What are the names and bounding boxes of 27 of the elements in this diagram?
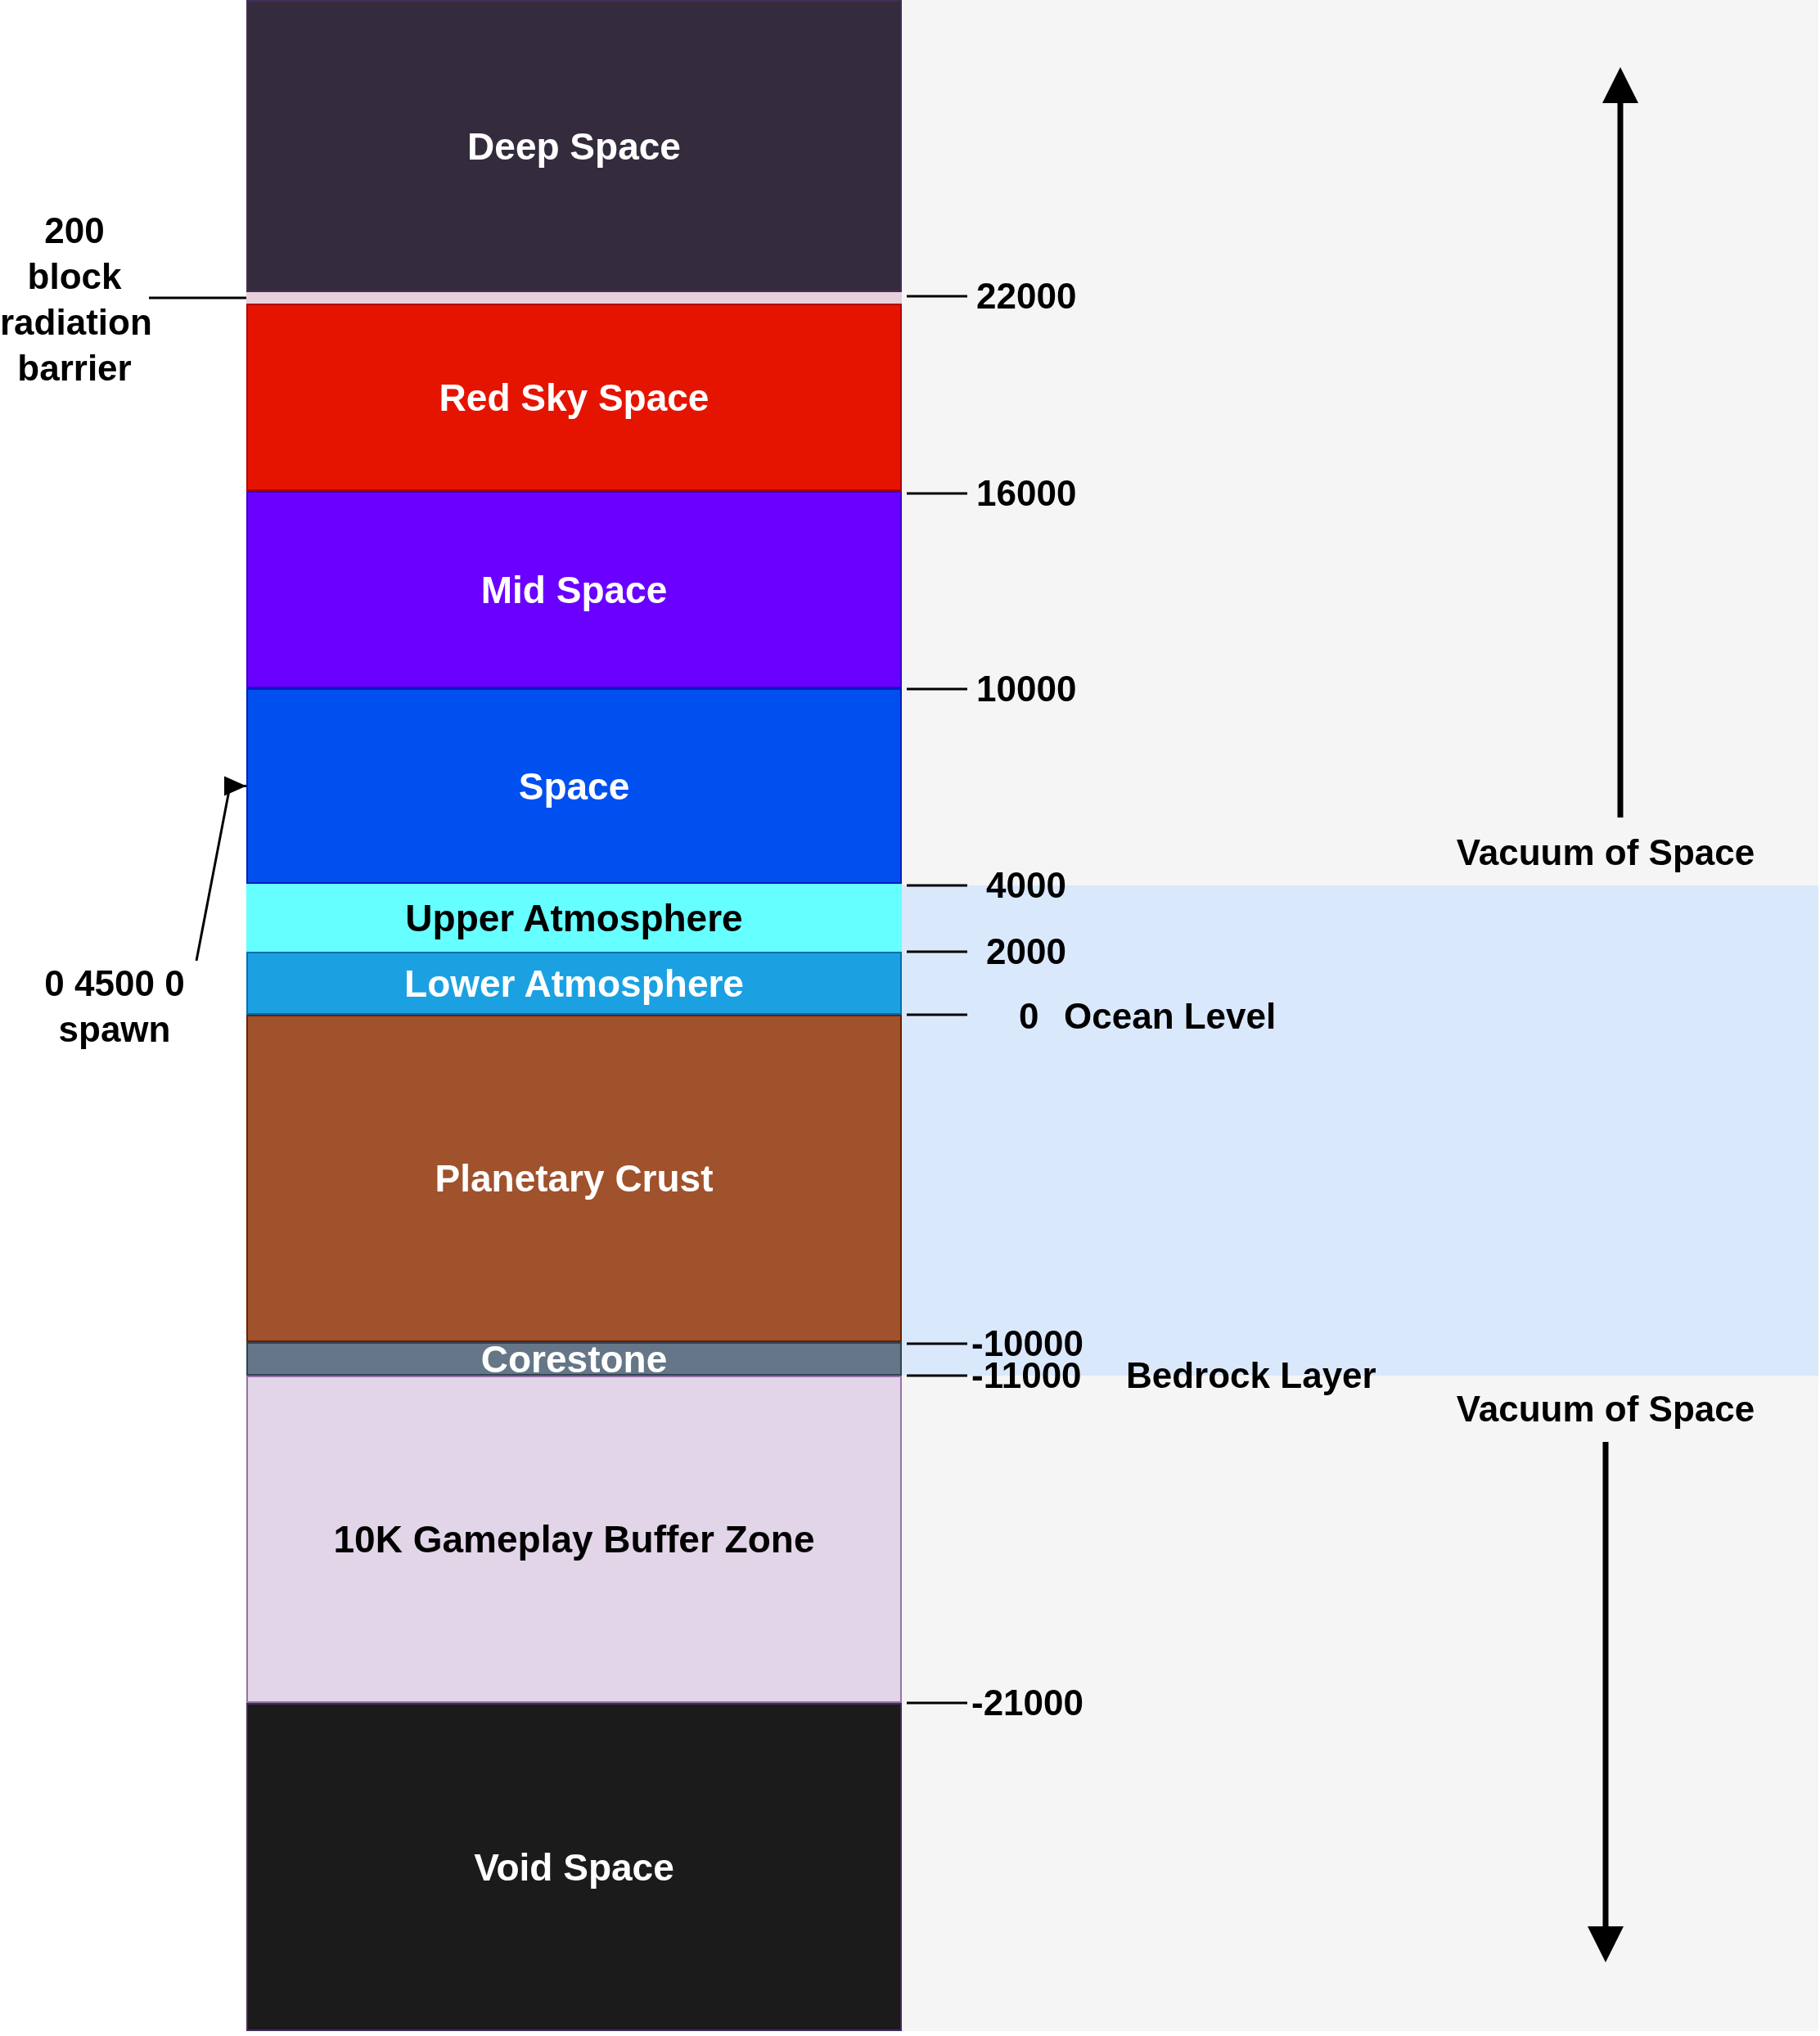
leader-line [149,296,246,300]
layer-band [246,0,902,292]
layer-band [246,491,902,688]
callout-text: 200 block radiation barrier [0,208,149,391]
tick-label: 2000 [986,934,1066,970]
callout-text: 0 4500 0 spawn [33,961,196,1052]
layer-label: Corestone [480,1340,668,1378]
region-label: Ocean Level [1064,998,1277,1034]
region-label: Bedrock Layer [1126,1358,1376,1394]
layer-band [246,952,902,1015]
layer-band [246,1015,902,1342]
tick-label: 22000 [976,278,1077,314]
layer-band [246,1342,902,1376]
layer-band [246,304,902,491]
tick-label: 4000 [986,867,1066,903]
tick-label: 0 [1019,998,1039,1034]
layer-band [246,1376,902,1703]
tick-label: -21000 [971,1685,1083,1721]
region-label: Vacuum of Space [1455,1391,1756,1427]
arrow [195,776,246,962]
tick-label: 16000 [976,475,1077,511]
layer-band [246,884,902,952]
layer-band [246,688,902,884]
barrier-band [246,292,902,304]
layer-band [246,1703,902,2031]
region-label: Vacuum of Space [1455,835,1756,871]
tick-label: 10000 [976,671,1077,707]
